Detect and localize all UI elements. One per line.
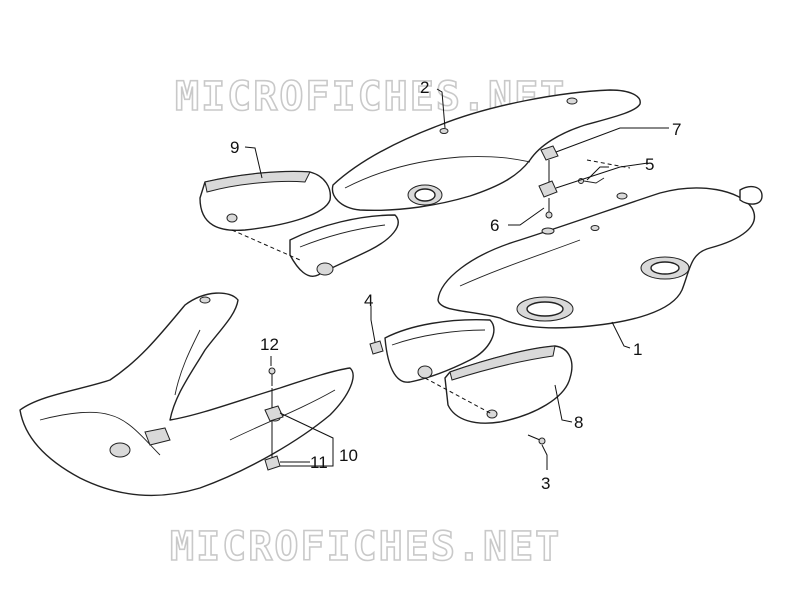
- part-9-rear-cap-left: [199, 170, 399, 277]
- callout-4: 4: [364, 291, 373, 310]
- callout-10: 10: [339, 446, 358, 465]
- part-clip-10: [264, 405, 284, 422]
- leader-lines: [244, 88, 669, 470]
- callout-9: 9: [230, 138, 239, 157]
- part-4-clip: [369, 340, 384, 355]
- callout-1: 1: [633, 340, 642, 359]
- callout-5: 5: [645, 155, 654, 174]
- watermark-top: MICROFICHES.NET: [175, 74, 566, 120]
- callout-6: 6: [490, 216, 499, 235]
- callout-3: 3: [541, 474, 550, 493]
- part-7-nut: [540, 145, 559, 161]
- callout-12: 12: [260, 335, 279, 354]
- callout-11: 11: [310, 453, 328, 472]
- callout-8: 8: [574, 413, 583, 432]
- part-5-clip-and-screw: [538, 177, 605, 198]
- part-1-side-cover-right: [437, 185, 763, 329]
- watermark-bottom: MICROFICHES.NET: [170, 524, 561, 570]
- callout-labels: 2 7 9 5 6 4 1 12 8 10 11 3: [230, 78, 681, 493]
- part-8-rear-cap-right: [384, 318, 573, 424]
- part-6-screw: [545, 198, 553, 219]
- part-11-nut: [264, 455, 281, 471]
- part-12-screw: [268, 367, 276, 386]
- part-3-screw: [527, 434, 546, 445]
- part-2-side-cover-left: [331, 89, 641, 212]
- callout-2: 2: [420, 78, 429, 97]
- part-lower-floor-cover: [19, 292, 354, 497]
- callout-7: 7: [672, 120, 681, 139]
